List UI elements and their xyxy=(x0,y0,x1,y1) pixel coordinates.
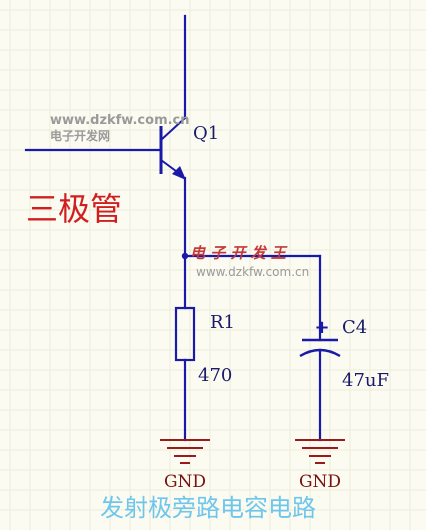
capacitor-polarity-mark: + xyxy=(314,317,329,338)
ground-label-right: GND xyxy=(299,472,341,492)
resistor-designator: R1 xyxy=(210,312,235,333)
transistor-annotation: 三极管 xyxy=(26,190,122,228)
circuit-wires xyxy=(24,14,322,442)
ground-label-left: GND xyxy=(164,472,206,492)
capacitor-plate-bottom xyxy=(299,348,341,358)
junction-dot xyxy=(181,252,189,260)
transistor-q1 xyxy=(159,117,186,180)
ground-symbol-right xyxy=(295,439,345,464)
watermark-name-top: 电子开发网 xyxy=(50,128,110,143)
diagram-caption: 发射极旁路电容电路 xyxy=(100,494,316,522)
capacitor-designator: C4 xyxy=(342,317,367,338)
ground-symbol-left xyxy=(160,439,210,464)
capacitor-value: 47uF xyxy=(342,370,389,391)
emitter-arrow-icon xyxy=(172,166,186,180)
watermark-url-mid: www.dzkfw.com.cn xyxy=(196,265,309,279)
resistor-value: 470 xyxy=(198,365,232,386)
resistor-r1-body xyxy=(174,306,196,362)
watermark-name-mid: 电 子 开 发 王 xyxy=(190,244,288,262)
transistor-designator: Q1 xyxy=(193,123,219,144)
transistor-collector-lead xyxy=(160,117,186,141)
capacitor-c4: + xyxy=(299,317,341,358)
watermark-url-top: www.dzkfw.com.cn xyxy=(50,113,190,128)
